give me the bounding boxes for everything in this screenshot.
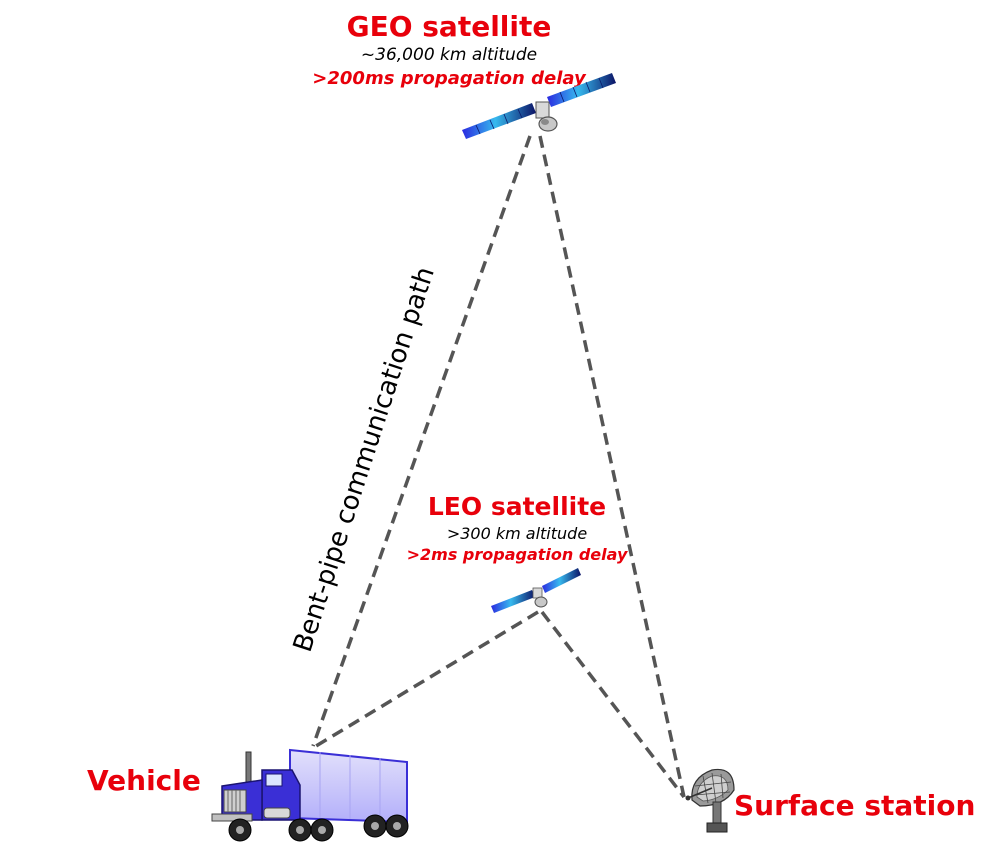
leo-satellite-icon: [491, 568, 581, 613]
leo-title: LEO satellite: [428, 492, 606, 521]
communication-links: [311, 135, 686, 799]
geo-vehicle-link: [311, 135, 532, 747]
truck-icon: [211, 748, 409, 842]
station-label: Surface station: [734, 789, 975, 822]
leo-delay: >2ms propagation delay: [407, 545, 628, 564]
geo-altitude: ~36,000 km altitude: [361, 45, 537, 65]
geo-title: GEO satellite: [347, 10, 552, 43]
vehicle-label: Vehicle: [87, 764, 201, 797]
path-label: Bent-pipe communication path: [288, 263, 441, 655]
leo-station-link: [540, 610, 686, 799]
leo-vehicle-link: [315, 610, 539, 748]
leo-altitude: >300 km altitude: [447, 524, 588, 543]
geo-delay: >200ms propagation delay: [312, 68, 587, 89]
dish-antenna-icon: [685, 768, 735, 833]
geo-satellite-icon: [462, 73, 616, 139]
geo-station-link: [538, 135, 686, 798]
